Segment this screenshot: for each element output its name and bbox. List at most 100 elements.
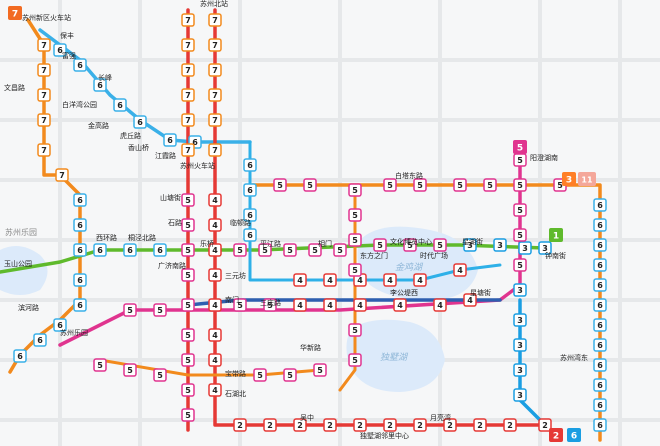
station-badge[interactable]: 6 [93,78,107,92]
station-badge[interactable]: 4 [463,293,477,307]
station-badge[interactable]: 6 [593,378,607,392]
station-badge[interactable]: 6 [593,398,607,412]
label-suzhoubay[interactable]: 苏州湾东 [560,353,588,362]
label-shilu[interactable]: 石路 [168,218,182,227]
station-badge[interactable]: 5 [513,258,527,272]
station-badge[interactable]: 2 [323,418,337,432]
station-badge[interactable]: 5 [181,408,195,422]
station-badge[interactable]: 5 [233,243,247,257]
station-badge[interactable]: 7 [37,143,51,157]
label-wenhua[interactable]: 文化博览中心 [390,237,432,246]
label-shantang[interactable]: 山塘街 [160,193,181,202]
label-suzhou-station[interactable]: 苏州火车站 [180,161,215,170]
route-badge-2[interactable]: 2 [549,428,563,442]
station-badge[interactable]: 3 [518,241,532,255]
station-badge[interactable]: 7 [55,168,69,182]
station-badge[interactable]: 6 [53,318,67,332]
label-jiangxia[interactable]: 江霞路 [155,151,176,160]
station-badge[interactable]: 5 [348,353,362,367]
label-yangcheng[interactable]: 阳澄湖南 [530,153,558,162]
label-baita[interactable]: 白塔东路 [395,171,423,180]
station-badge[interactable]: 6 [53,43,67,57]
station-badge[interactable]: 2 [383,418,397,432]
station-badge[interactable]: 2 [473,418,487,432]
station-badge[interactable]: 2 [503,418,517,432]
label-sanqing[interactable]: 三庆路 [260,298,281,307]
station-badge[interactable]: 7 [181,88,195,102]
station-badge[interactable]: 4 [433,298,447,312]
station-badge[interactable]: 6 [593,238,607,252]
station-badge[interactable]: 5 [181,328,195,342]
station-badge[interactable]: 5 [233,298,247,312]
station-badge[interactable]: 7 [208,63,222,77]
station-badge[interactable]: 5 [153,368,167,382]
station-badge[interactable]: 6 [73,218,87,232]
station-badge[interactable]: 3 [493,238,507,252]
station-badge[interactable]: 7 [37,113,51,127]
station-badge[interactable]: 7 [208,13,222,27]
station-badge[interactable]: 5 [181,218,195,232]
station-badge[interactable]: 6 [243,158,257,172]
station-badge[interactable]: 5 [348,323,362,337]
station-badge[interactable]: 4 [208,268,222,282]
label-yueliang[interactable]: 月亮湾 [430,413,451,422]
label-binhe[interactable]: 滨河路 [18,303,39,312]
station-badge[interactable]: 7 [37,63,51,77]
station-badge[interactable]: 6 [123,243,137,257]
label-jingao[interactable]: 金高路 [88,121,109,130]
station-badge[interactable]: 6 [243,228,257,242]
label-fuqiang[interactable]: 富强 [62,51,76,60]
station-badge[interactable]: 6 [593,298,607,312]
station-badge[interactable]: 5 [181,268,195,282]
station-badge[interactable]: 7 [37,38,51,52]
station-badge[interactable]: 5 [513,228,527,242]
station-badge[interactable]: 3 [513,313,527,327]
label-changfeng[interactable]: 长峰 [98,73,112,82]
station-badge[interactable]: 5 [123,363,137,377]
station-badge[interactable]: 3 [513,283,527,297]
station-badge[interactable]: 5 [348,263,362,277]
station-badge[interactable]: 6 [593,218,607,232]
station-badge[interactable]: 7 [208,143,222,157]
station-badge[interactable]: 5 [513,178,527,192]
station-badge[interactable]: 6 [73,243,87,257]
route-badge-7[interactable]: 7 [8,6,22,20]
station-badge[interactable]: 4 [293,298,307,312]
station-badge[interactable]: 6 [93,243,107,257]
label-dushu[interactable]: 独墅湖邻里中心 [360,431,409,440]
label-baodai[interactable]: 宝带路 [225,369,246,378]
label-tongjing[interactable]: 桐泾北路 [128,233,156,242]
station-badge[interactable]: 2 [538,418,552,432]
station-badge[interactable]: 6 [153,243,167,257]
station-badge[interactable]: 6 [13,349,27,363]
label-ligongdi[interactable]: 李公堤西 [390,288,418,297]
station-badge[interactable]: 5 [308,243,322,257]
label-shihu[interactable]: 石湖北 [225,389,246,398]
station-badge[interactable]: 4 [208,193,222,207]
station-badge[interactable]: 5 [348,183,362,197]
route-badge-1[interactable]: 1 [549,228,563,242]
station-badge[interactable]: 4 [393,298,407,312]
station-badge[interactable]: 6 [73,58,87,72]
station-badge[interactable]: 2 [293,418,307,432]
station-badge[interactable]: 6 [163,133,177,147]
station-badge[interactable]: 5 [181,243,195,257]
station-badge[interactable]: 6 [33,333,47,347]
label-wuzhong[interactable]: 吴中 [300,413,314,422]
station-badge[interactable]: 6 [593,318,607,332]
station-badge[interactable]: 5 [403,238,417,252]
label-baofeng[interactable]: 保丰 [60,31,74,40]
station-badge[interactable]: 4 [208,298,222,312]
station-badge[interactable]: 2 [413,418,427,432]
station-badge[interactable]: 5 [263,298,277,312]
station-badge[interactable]: 4 [208,353,222,367]
station-badge[interactable]: 4 [323,273,337,287]
station-badge[interactable]: 5 [273,178,287,192]
route-badge-11[interactable]: 11 [578,172,596,186]
station-badge[interactable]: 6 [593,338,607,352]
label-guangji[interactable]: 广济南路 [158,261,186,270]
station-badge[interactable]: 2 [233,418,247,432]
station-badge[interactable]: 4 [208,383,222,397]
station-badge[interactable]: 7 [181,113,195,127]
station-badge[interactable]: 5 [348,208,362,222]
